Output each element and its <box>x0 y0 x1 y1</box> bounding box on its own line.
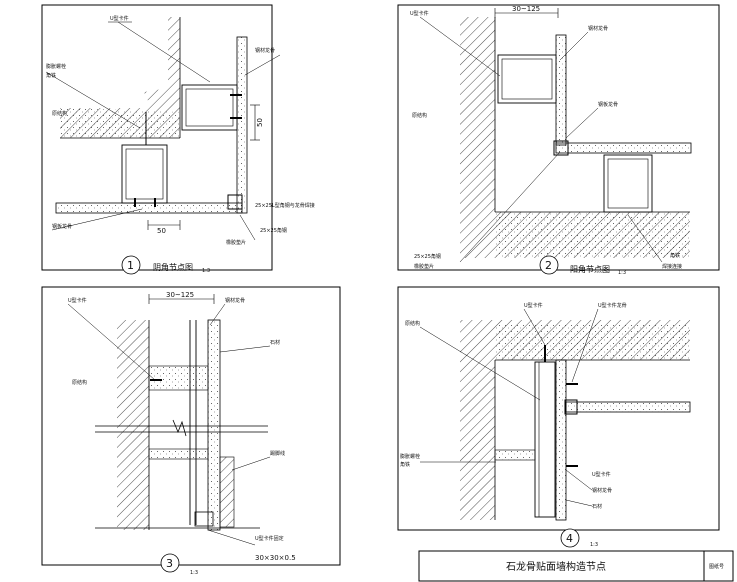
annotation-label: 角铁 <box>670 252 680 259</box>
stone-panel-vertical <box>555 359 567 521</box>
stone-panel-horizontal <box>55 202 243 214</box>
structure-wall <box>117 320 149 530</box>
steel-channel <box>148 365 209 391</box>
detail-number: 1 <box>127 259 134 272</box>
detail-4-frame <box>397 286 720 531</box>
annotation-label: 钢材龙骨 <box>592 487 612 494</box>
detail-title: 阳角节点图 <box>570 264 610 274</box>
skirting <box>219 456 235 528</box>
annotation-label: 钢材龙骨 <box>588 25 608 32</box>
detail-3: 30~125 U型卡件 原结构 钢材龙骨 石材 踢脚线 U型卡件固定 30×30… <box>41 286 341 576</box>
detail-number-circle <box>560 528 580 548</box>
steel-channel <box>497 54 557 104</box>
detail-number: 2 <box>545 259 552 272</box>
detail-number-circle <box>539 255 559 275</box>
annotation-label: 角铁 <box>46 72 56 79</box>
detail-4: U型卡件 原结构 U型卡件龙骨 膨胀螺栓 角铁 U型卡件 钢材龙骨 石材 4 1… <box>397 286 720 548</box>
annotation-label: 钢材龙骨 <box>225 297 245 304</box>
detail-scale: 1:3 <box>618 270 626 276</box>
annotation-label: U型卡件 <box>110 15 129 22</box>
detail-3-frame <box>41 286 341 566</box>
annotation-label: 原结构 <box>72 379 87 386</box>
annotation-label: 角铁 <box>400 461 410 468</box>
dimension-label: 50 <box>256 118 264 127</box>
detail-2-frame <box>397 4 720 271</box>
annotation-label: U型卡件固定 <box>255 535 284 542</box>
detail-scale: 1:3 <box>590 542 598 548</box>
annotation-label: 踢脚线 <box>270 450 285 457</box>
detail-2: 30~125 U型卡件 钢材龙骨 原结构 钢板龙骨 25×25角钢 橡胶垫片 角… <box>397 4 720 276</box>
annotation-label: 25×25角钢 <box>260 227 287 234</box>
detail-number-circle <box>160 553 180 573</box>
sheet-title: 石龙骨贴面墙构造节点 <box>506 560 606 573</box>
steel-channel <box>148 448 209 460</box>
annotation-label: 膨胀螺栓 <box>46 63 66 70</box>
detail-title: 阴角节点图 <box>153 262 193 272</box>
annotation-label: U型卡件 <box>524 302 543 309</box>
annotation-label: U型卡件 <box>592 471 611 478</box>
annotation-label: 原结构 <box>52 110 67 117</box>
stone-panel-vertical <box>555 34 567 146</box>
annotation-label: 橡胶垫片 <box>414 263 434 270</box>
steel-channel <box>121 144 168 204</box>
annotation-label: 橡胶垫片 <box>226 239 246 246</box>
stone-panel-vertical <box>207 319 221 531</box>
annotation-label: U型卡件龙骨 <box>598 302 627 309</box>
steel-channel <box>181 84 238 131</box>
annotation-label: 原结构 <box>405 320 420 327</box>
annotation-label: 原结构 <box>412 112 427 119</box>
annotation-label: 钢材龙骨 <box>255 47 275 54</box>
detail-scale: 1:3 <box>190 570 198 576</box>
detail-number-circle <box>121 255 141 275</box>
annotation-label: 焊接连接 <box>662 263 682 270</box>
steel-channel <box>534 361 556 518</box>
annotation-label: 钢板龙骨 <box>52 223 72 230</box>
dimension-label: 30~125 <box>166 291 194 299</box>
dimension-label: 50 <box>157 227 166 235</box>
sheet-number-field: 图纸号 <box>709 563 724 570</box>
annotation-label: 石材 <box>592 503 602 510</box>
annotation-label: 25×25L型角钢与龙骨焊接 <box>255 202 315 209</box>
structure-wall <box>60 17 180 138</box>
annotation-label: 钢板龙骨 <box>598 101 618 108</box>
steel-channel <box>603 154 653 213</box>
detail-number: 4 <box>566 532 573 545</box>
detail-1-frame <box>41 4 273 271</box>
dimension-label: 30×30×0.5 <box>255 554 296 562</box>
detail-1: 50 50 U型卡件 钢材龙骨 膨胀螺栓 角铁 原结构 25×25角钢 25×2… <box>41 4 315 275</box>
detail-number: 3 <box>166 557 173 570</box>
detail-scale: 1:3 <box>202 268 210 274</box>
dimension-label: 30~125 <box>512 5 540 13</box>
annotation-label: 石材 <box>270 339 280 346</box>
annotation-label: U型卡件 <box>68 297 87 304</box>
annotation-label: 膨胀螺栓 <box>400 453 420 460</box>
title-block: 石龙骨贴面墙构造节点 图纸号 <box>418 550 734 582</box>
stone-panel-horizontal <box>555 142 692 154</box>
annotation-label: 25×25角钢 <box>414 253 441 260</box>
stone-panel-horizontal <box>565 401 691 413</box>
stone-panel-vertical <box>236 36 248 214</box>
annotation-label: U型卡件 <box>410 10 429 17</box>
